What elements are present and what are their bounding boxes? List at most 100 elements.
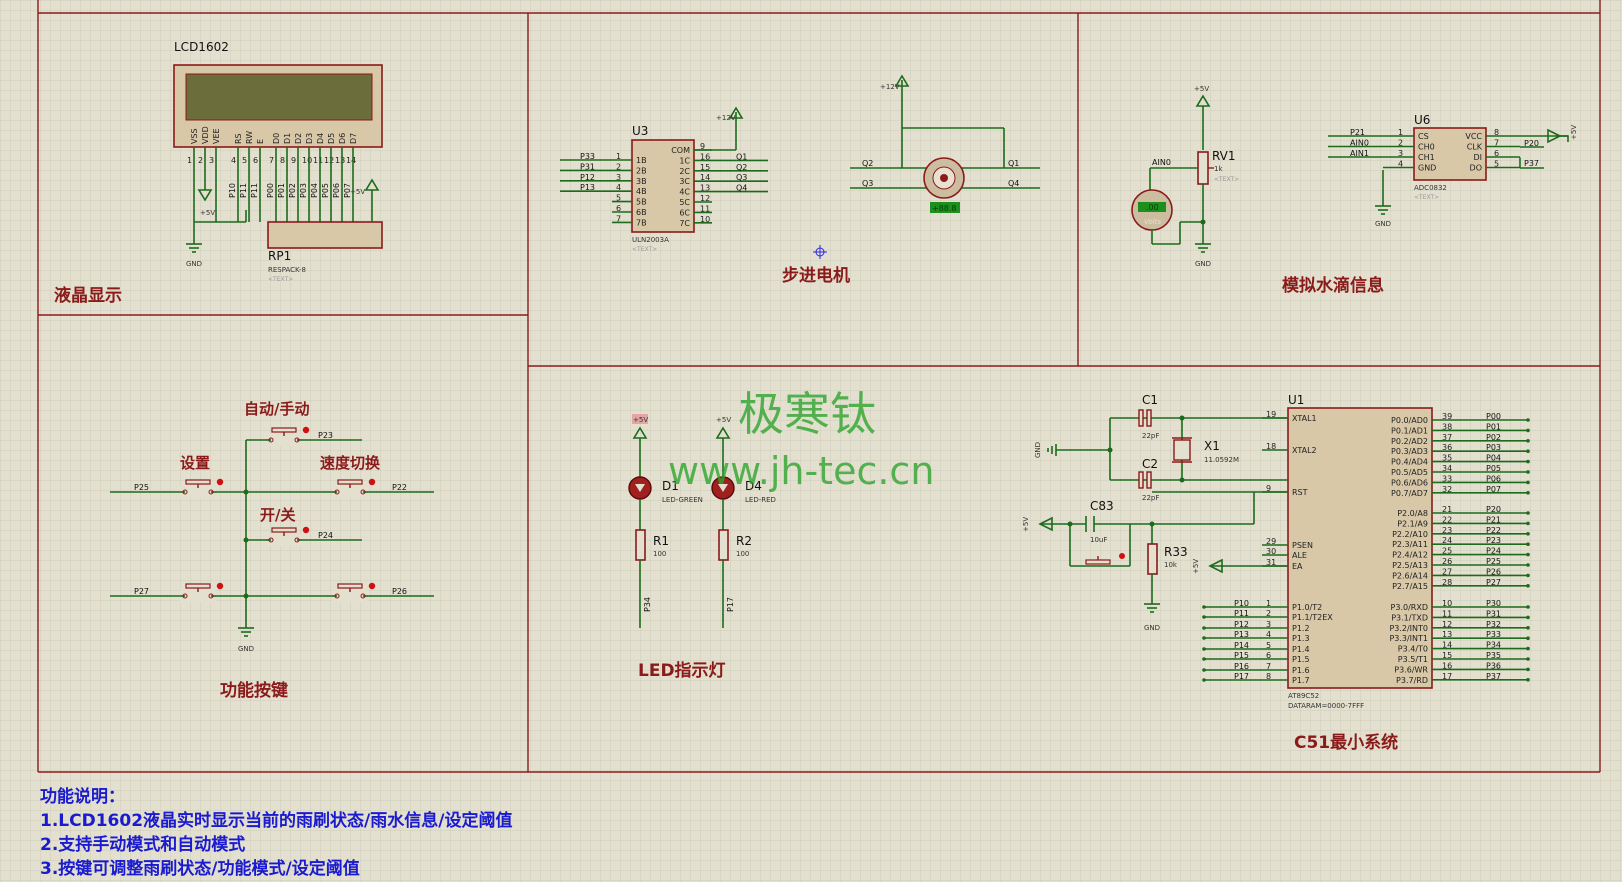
r2-value: 100 [736, 550, 749, 558]
u3-output-number: 15 [700, 163, 710, 172]
motor-vcc-label: +12V [880, 83, 900, 91]
u3-output-number: 10 [700, 215, 710, 224]
u3-input-number: 5 [616, 194, 621, 203]
u1-right-terminal [1526, 449, 1530, 454]
u1-right-label: P2.5/A13 [1392, 561, 1428, 570]
u1-left-label: EA [1292, 562, 1303, 571]
u1-right-label: P0.0/AD0 [1391, 416, 1428, 425]
origin-marker [813, 245, 827, 259]
u1-right-terminal [1526, 418, 1530, 422]
u6-right-label: DO [1470, 164, 1482, 173]
rv1-text: <TEXT> [1214, 176, 1239, 183]
description-title: 功能说明： [40, 786, 125, 807]
u3-output-label: COM [671, 146, 690, 155]
u1-left-number: 8 [1266, 672, 1271, 681]
key-gap [332, 486, 368, 498]
u6-right-number: 8 [1494, 128, 1499, 137]
u6-left-label: CH1 [1418, 153, 1435, 162]
led-resistor [718, 529, 729, 561]
u1-left-number: 3 [1266, 620, 1271, 629]
u1-left-label: RST [1292, 488, 1308, 497]
lcd-pin-number: 11 [313, 156, 323, 165]
key-terminal [360, 489, 366, 495]
u6-right-number: 6 [1494, 149, 1499, 158]
lcd-pin-label: D7 [349, 133, 358, 144]
key-terminal [208, 489, 214, 495]
u6-gnd-label: GND [1375, 220, 1391, 228]
u1-right-terminal [1526, 491, 1530, 495]
u1-p1-terminal [1202, 605, 1206, 609]
u1-right-label: P2.3/A11 [1392, 540, 1428, 549]
u1-right-terminal [1526, 532, 1530, 536]
rv1-value: 1k [1214, 165, 1223, 173]
u1-right-net: P06 [1486, 474, 1501, 483]
led-symbol [718, 484, 728, 492]
keys-gnd-label: GND [238, 645, 254, 653]
u3-input-net: P12 [580, 173, 595, 182]
u1-right-number: 11 [1442, 609, 1452, 618]
u1-right-terminal [1526, 646, 1530, 651]
u1-right-number: 37 [1442, 433, 1452, 442]
lcd-pin-number: 10 [302, 156, 312, 165]
u6-right-net: P37 [1524, 159, 1539, 168]
u1-right-label: P3.3/INT1 [1389, 634, 1428, 643]
u1-right-terminal [1526, 439, 1530, 443]
u1-left-number: 31 [1266, 558, 1276, 567]
u1-right-number: 24 [1442, 536, 1452, 545]
lcd-pin-label: D0 [272, 133, 281, 144]
led-resistor [635, 529, 646, 561]
u1-right-number: 38 [1442, 422, 1452, 431]
u1-right-net: P05 [1486, 464, 1501, 473]
u1-right-terminal [1526, 626, 1530, 630]
u3-input-label: 4B [636, 187, 647, 196]
section-title-mcu: C51最小系统 [1294, 732, 1398, 753]
led-indicators: +5V +5V D1 LED-GREEN D4 LED-RED R1 100 R… [628, 414, 776, 628]
u1-p1-net: P10 [1234, 599, 1249, 608]
u1-right-label: P3.0/RXD [1391, 603, 1428, 612]
lcd-pin-net: P01 [277, 183, 286, 198]
lcd-vcc-label: +5V [200, 209, 215, 217]
u1-right-number: 15 [1442, 651, 1452, 660]
description-line-2: 2.支持手动模式和自动模式 [40, 834, 245, 855]
u3-input-net: P13 [580, 183, 595, 192]
r1-ref: R1 [653, 534, 669, 548]
lcd-pins: VSS1VDD2VEE3RS4RW5E6D07D18D29D310D411D51… [187, 126, 358, 222]
lcd-pin-number: 1 [187, 156, 192, 165]
u1-right-number: 13 [1442, 630, 1452, 639]
d1-ref: D1 [662, 479, 679, 493]
u1-right-terminal [1526, 657, 1530, 661]
led-symbol [635, 484, 645, 492]
lcd-pin-number: 4 [231, 156, 236, 165]
function-keys: GND P23 P25 P22 P24 P27 P26 自动/手动 设置 速度切… [110, 400, 434, 653]
u1-p1-net: P16 [1234, 662, 1249, 671]
u1-right-number: 25 [1442, 547, 1452, 556]
rp1-ref: RP1 [268, 249, 291, 263]
rp1-value: RESPACK-8 [268, 266, 306, 274]
description-line-1: 1.LCD1602液晶实时显示当前的雨刷状态/雨水信息/设定阈值 [40, 810, 512, 831]
u3-vcc-label: +12V [716, 114, 736, 122]
lcd-pin-label: D3 [305, 133, 314, 144]
u1-right-net: P37 [1486, 672, 1501, 681]
u3-output-net: Q3 [736, 173, 747, 182]
u1-right-label: P2.6/A14 [1392, 571, 1428, 580]
u1-right-net: P03 [1486, 443, 1501, 452]
u1-left-number: 6 [1266, 651, 1271, 660]
key-terminal [360, 593, 366, 599]
u1-right-label: P0.1/AD1 [1391, 426, 1428, 435]
u1-right-net: P36 [1486, 661, 1501, 670]
u1-p1-terminal [1202, 668, 1206, 672]
key-gap [266, 534, 302, 546]
u6-left-number: 2 [1398, 139, 1403, 148]
u1-left-label: P1.5 [1292, 655, 1310, 664]
u1-right-terminal [1526, 542, 1530, 546]
motor-net-q4: Q4 [1008, 179, 1019, 188]
u3-output-label: 1C [679, 156, 690, 165]
u1-p1-net: P12 [1234, 620, 1249, 629]
u1-right-label: P3.4/T0 [1398, 645, 1428, 654]
u1-left-label: P1.6 [1292, 666, 1310, 675]
d4-value: LED-RED [745, 496, 776, 504]
u1-right-terminal [1526, 573, 1530, 578]
u1-right-net: P32 [1486, 620, 1501, 629]
u1-right-number: 14 [1442, 641, 1452, 650]
